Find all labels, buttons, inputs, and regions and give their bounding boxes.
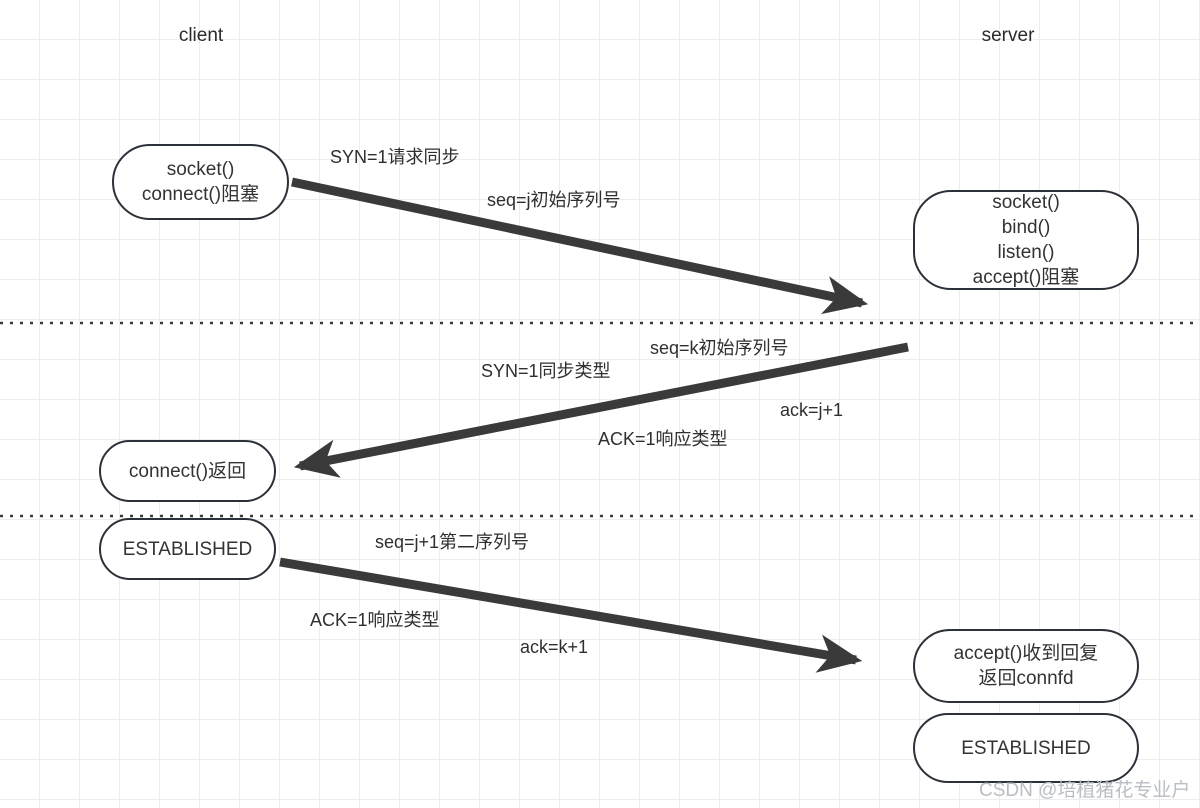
node-line: listen() (997, 242, 1055, 263)
node-client-socket-connect[interactable]: socket() connect()阻塞 (112, 144, 289, 220)
label-syn-flag: SYN=1请求同步 (330, 147, 460, 167)
label-syn-sync-type: SYN=1同步类型 (481, 361, 611, 381)
label-ack-k-plus-1: ack=k+1 (520, 637, 589, 657)
node-line: socket() (166, 159, 235, 180)
csdn-watermark: CSDN @培植猪花专业户 (979, 780, 1191, 801)
node-server-accept-return[interactable]: accept()收到回复 返回connfd (913, 629, 1139, 703)
node-line: bind() (1001, 217, 1051, 238)
column-header-server: server (981, 25, 1035, 46)
node-client-connect-return[interactable]: connect()返回 (99, 440, 276, 502)
node-line: 返回connfd (978, 668, 1074, 689)
label-seq-j: seq=j初始序列号 (487, 190, 621, 210)
node-line: ESTABLISHED (122, 538, 253, 560)
node-line: connect()返回 (128, 460, 247, 482)
message-arrow-syn-ack (293, 342, 909, 478)
node-server-established[interactable]: ESTABLISHED (913, 713, 1139, 783)
node-line: accept()收到回复 (953, 643, 1099, 664)
label-seq-j-plus-1: seq=j+1第二序列号 (375, 532, 530, 552)
node-server-socket-bind-listen-accept[interactable]: socket() bind() listen() accept()阻塞 (913, 190, 1139, 290)
label-ack-flag-type-third: ACK=1响应类型 (310, 610, 440, 630)
message-arrow-syn (291, 177, 869, 315)
label-ack-j-plus-1: ack=j+1 (780, 400, 844, 420)
label-ack-flag-type-second: ACK=1响应类型 (598, 429, 728, 449)
label-seq-k: seq=k初始序列号 (650, 338, 789, 358)
node-client-established[interactable]: ESTABLISHED (99, 518, 276, 580)
node-line: socket() (992, 192, 1060, 213)
node-line: connect()阻塞 (141, 184, 260, 205)
column-header-client: client (178, 25, 224, 46)
node-line: ESTABLISHED (961, 737, 1091, 759)
node-line: accept()阻塞 (972, 267, 1080, 288)
message-arrow-ack (279, 557, 863, 673)
